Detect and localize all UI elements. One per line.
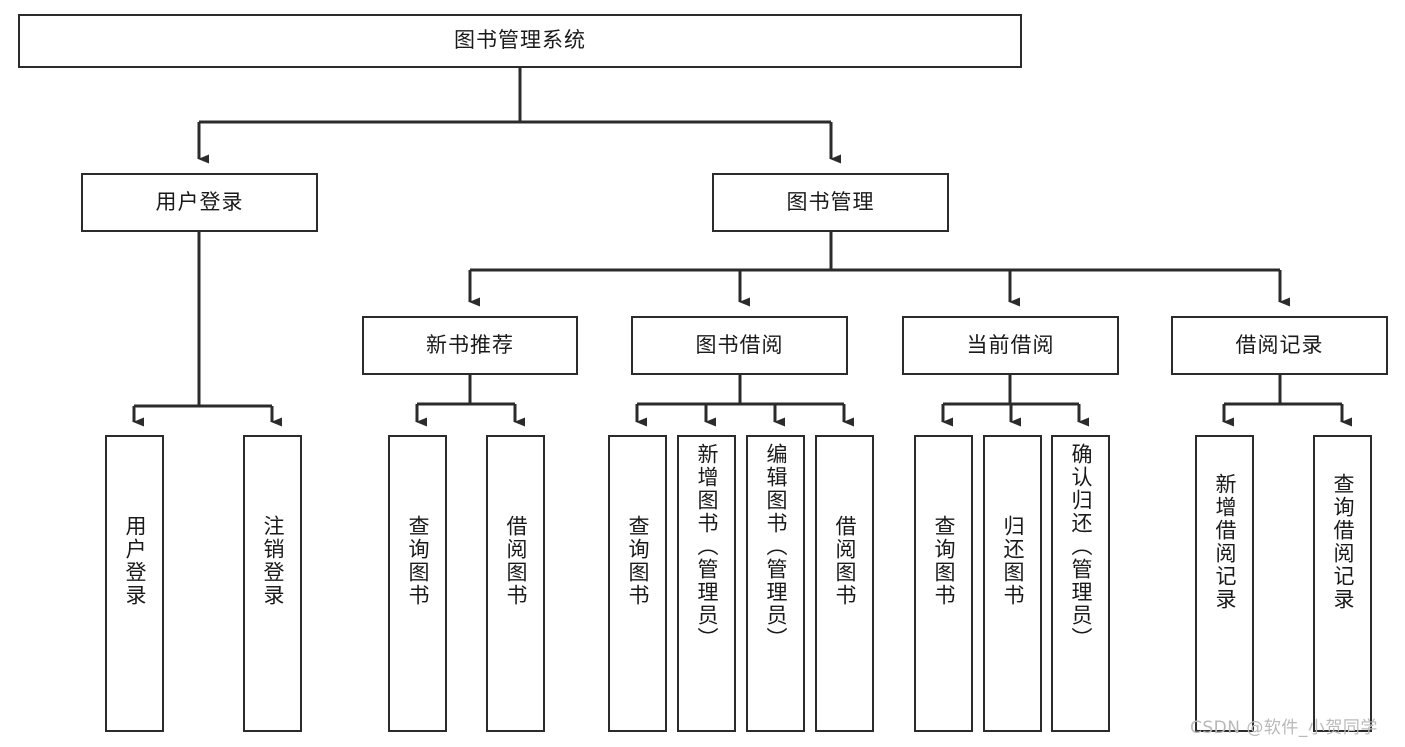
node-book-borrow[interactable]: 图书借阅 (631, 316, 848, 375)
node-label: 查询图书 (931, 515, 956, 607)
leaf-query-books-recommend[interactable]: 查询图书 (388, 435, 447, 732)
csdn-watermark: CSDN @软件_小贺同学 (1190, 718, 1378, 738)
node-user-login[interactable]: 用户登录 (81, 173, 318, 232)
node-label: 图书管理系统 (454, 28, 586, 53)
node-current-borrow[interactable]: 当前借阅 (902, 316, 1119, 375)
node-label: 图书管理 (786, 189, 875, 214)
node-label: 图书借阅 (695, 332, 784, 357)
leaf-add-borrow-record[interactable]: 新增借阅记录 (1195, 435, 1254, 732)
node-label: 确认归还（管理员） (1068, 443, 1093, 650)
node-root-library-system[interactable]: 图书管理系统 (18, 14, 1022, 68)
leaf-borrow-books-recommend[interactable]: 借阅图书 (486, 435, 545, 732)
node-label: 查询图书 (625, 515, 650, 607)
leaf-logout[interactable]: 注销登录 (243, 435, 302, 732)
leaf-add-book-admin[interactable]: 新增图书（管理员） (677, 435, 736, 732)
leaf-query-borrow-record[interactable]: 查询借阅记录 (1313, 435, 1372, 732)
leaf-edit-book-admin[interactable]: 编辑图书（管理员） (746, 435, 805, 732)
node-label: 新增借阅记录 (1212, 473, 1237, 611)
node-label: 归还图书 (1000, 515, 1025, 607)
node-label: 用户登录 (122, 515, 147, 607)
node-label: 当前借阅 (966, 332, 1055, 357)
leaf-return-books[interactable]: 归还图书 (983, 435, 1042, 732)
node-new-book-recommend[interactable]: 新书推荐 (362, 316, 578, 375)
node-borrow-records[interactable]: 借阅记录 (1171, 316, 1388, 375)
leaf-borrow-books[interactable]: 借阅图书 (815, 435, 874, 732)
node-book-management[interactable]: 图书管理 (712, 173, 949, 232)
node-label: 新书推荐 (426, 332, 514, 357)
node-label: 借阅记录 (1235, 332, 1324, 357)
leaf-query-books-current[interactable]: 查询图书 (914, 435, 973, 732)
node-label: 借阅图书 (503, 515, 528, 607)
leaf-query-books-borrow[interactable]: 查询图书 (608, 435, 667, 732)
node-label: 注销登录 (260, 515, 285, 607)
node-label: 用户登录 (155, 189, 244, 214)
node-label: 借阅图书 (832, 515, 857, 607)
leaf-user-login[interactable]: 用户登录 (105, 435, 164, 732)
node-label: 编辑图书（管理员） (763, 443, 788, 650)
node-label: 新增图书（管理员） (694, 443, 719, 650)
leaf-confirm-return-admin[interactable]: 确认归还（管理员） (1051, 435, 1110, 732)
node-label: 查询图书 (405, 515, 430, 607)
node-label: 查询借阅记录 (1330, 473, 1355, 611)
